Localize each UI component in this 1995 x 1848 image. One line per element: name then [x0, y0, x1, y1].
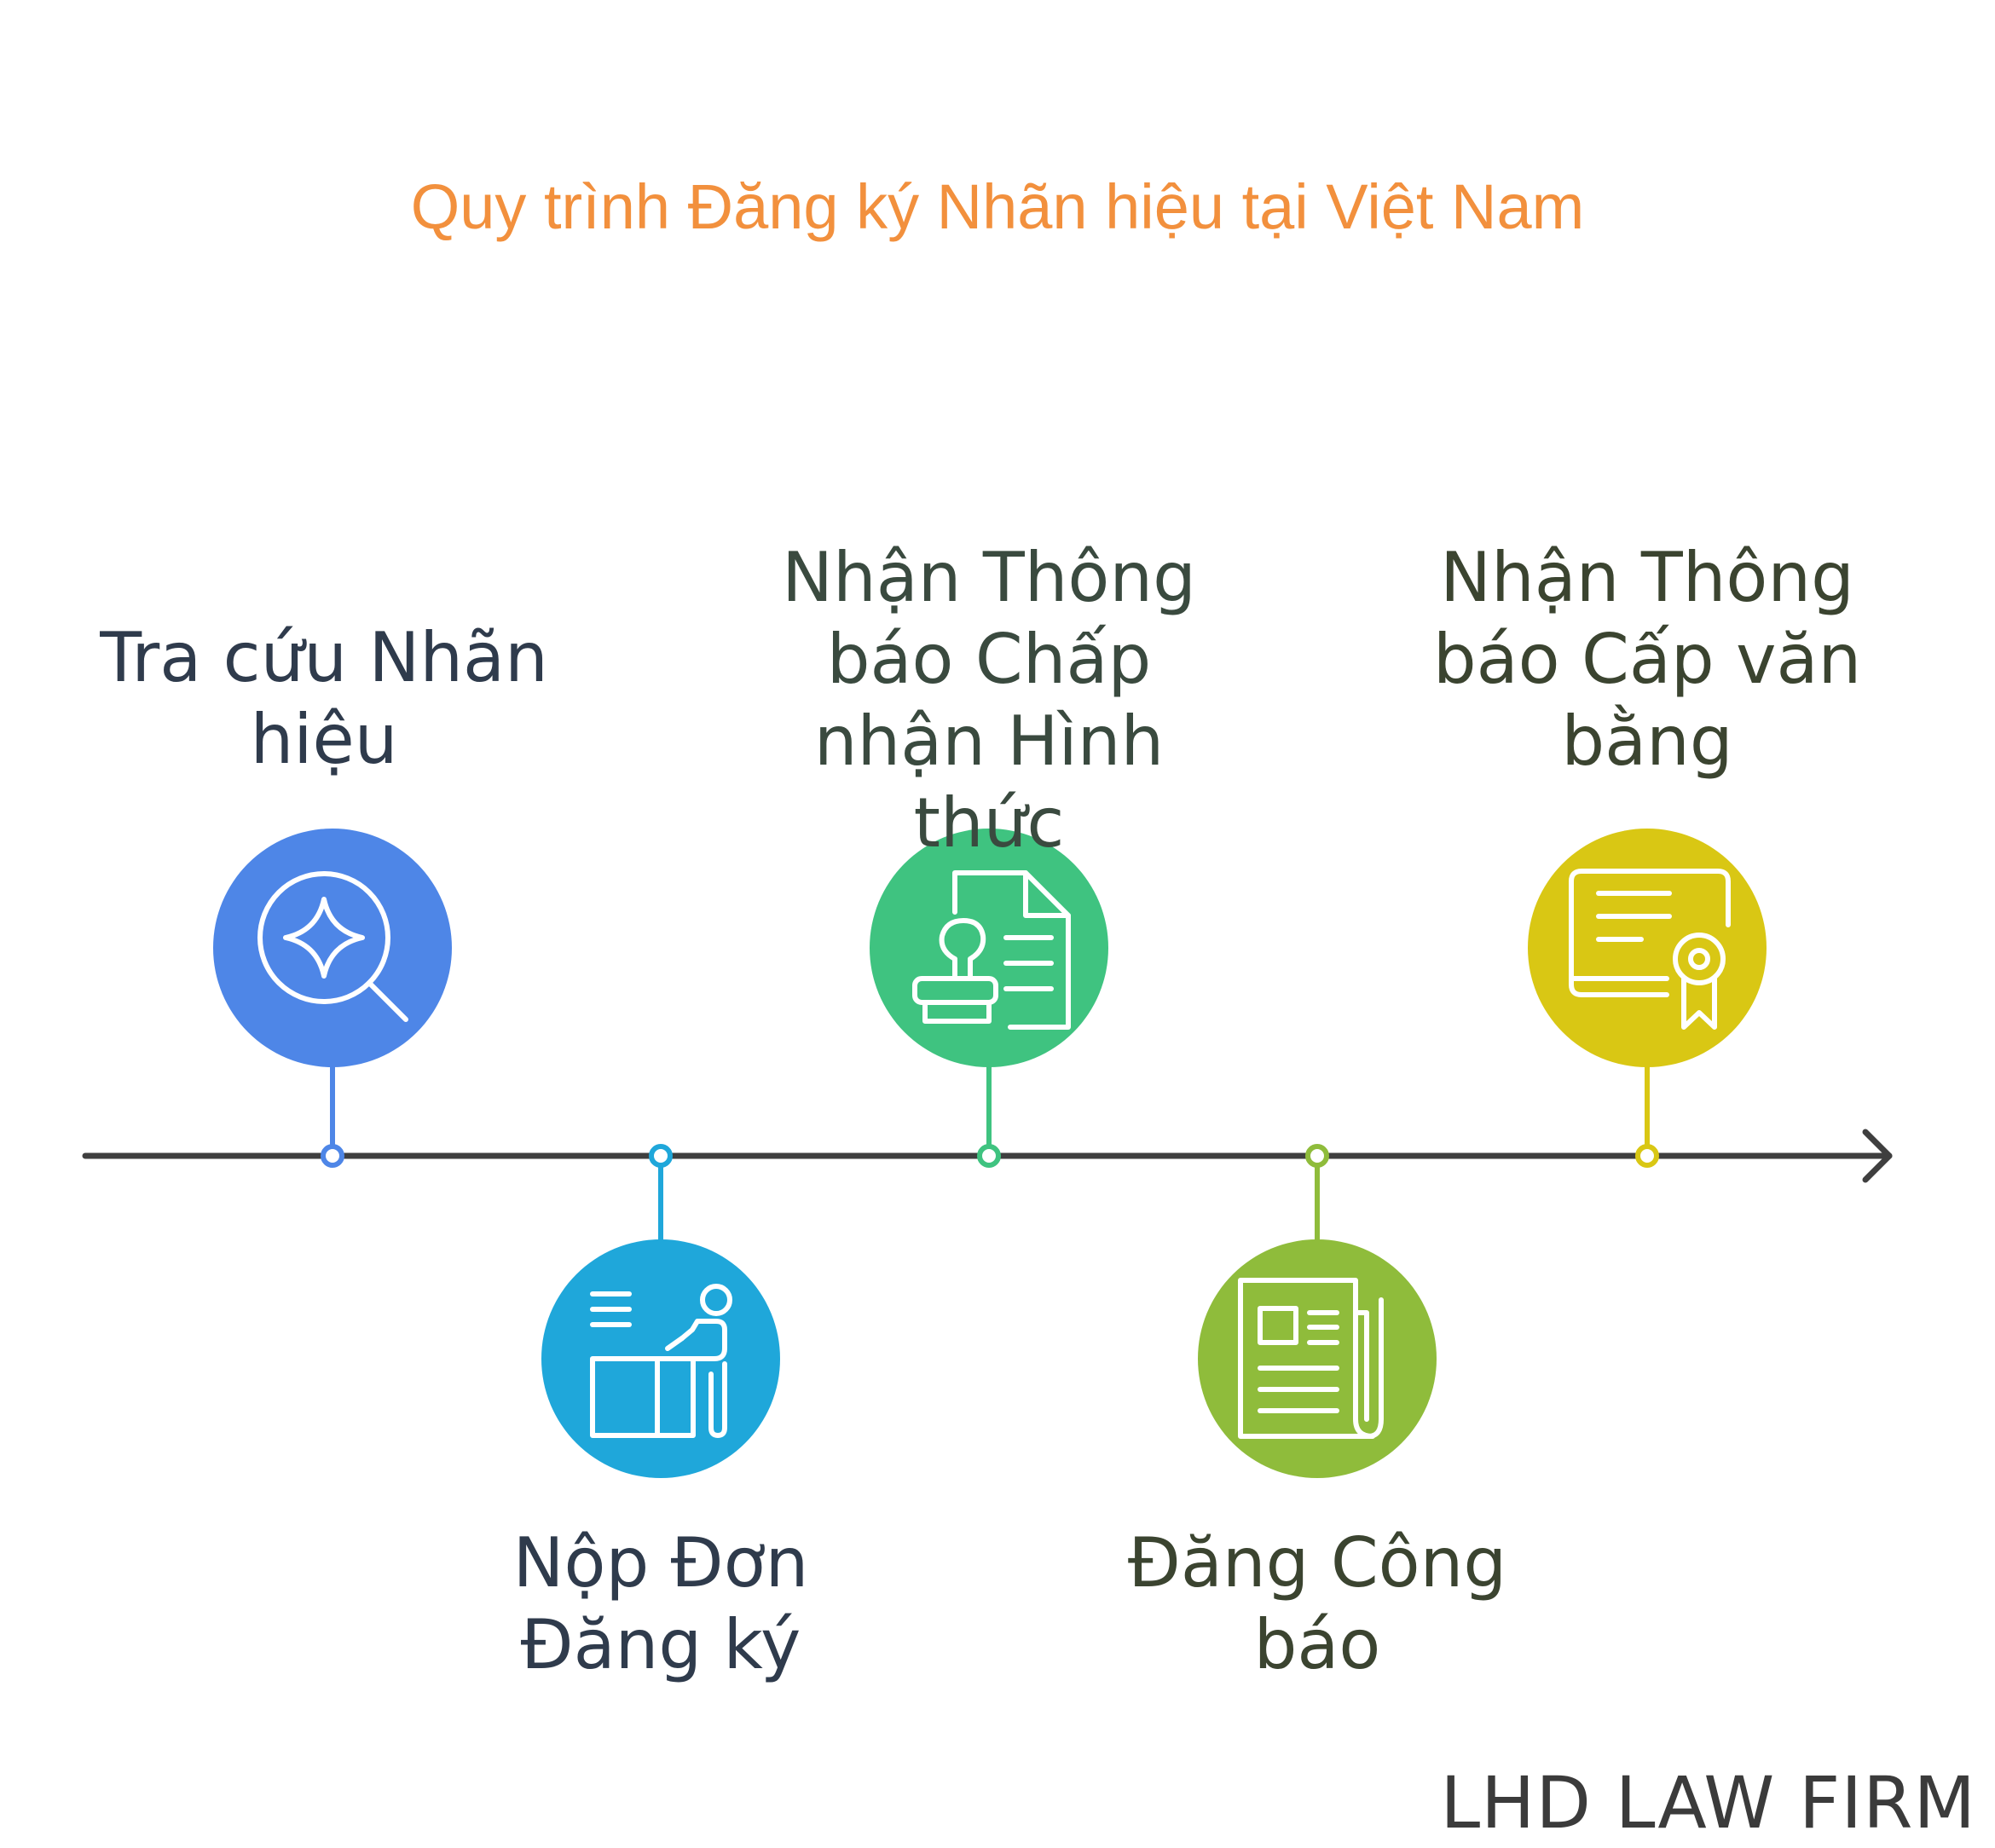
footer-brand: LHD LAW FIRM: [1440, 1761, 1976, 1845]
step-4-label: Đăng Công báo: [1127, 1523, 1507, 1684]
diagram-title: Quy trình Đăng ký Nhãn hiệu tại Việt Nam: [410, 171, 1585, 242]
stamp-document-icon: [912, 870, 1071, 1030]
step-4-dang-cong-bao: [1198, 1144, 1437, 1478]
step-4-circle: [1198, 1239, 1437, 1478]
step-3-circle: [870, 829, 1108, 1067]
step-5-cap-van-bang: [1528, 829, 1767, 1168]
timeline-arrowhead: [1862, 1129, 1893, 1183]
newspaper-icon: [1238, 1278, 1384, 1439]
step-2-nop-don: [541, 1144, 780, 1478]
step-5-circle: [1528, 829, 1767, 1067]
step-2-node: [649, 1144, 673, 1168]
step-3-chap-nhan-hinh-thuc: [870, 829, 1108, 1168]
step-1-label: Tra cứu Nhãn hiệu: [100, 618, 548, 779]
step-5-label: Nhận Thông báo Cấp văn bằng: [1432, 538, 1862, 781]
step-3-label: Nhận Thông báo Chấp nhận Hình thức: [782, 538, 1196, 863]
step-3-node: [977, 1144, 1001, 1168]
step-4-node: [1305, 1144, 1329, 1168]
step-1-tra-cuu: [213, 829, 452, 1168]
step-2-label: Nộp Đơn Đăng ký: [512, 1523, 809, 1684]
person-at-desk-writing-icon: [590, 1284, 732, 1438]
step-1-node: [321, 1144, 344, 1168]
certificate-icon: [1569, 869, 1731, 1030]
step-1-circle: [213, 829, 452, 1067]
step-5-node: [1635, 1144, 1659, 1168]
search-sparkle-icon: [257, 871, 408, 1022]
